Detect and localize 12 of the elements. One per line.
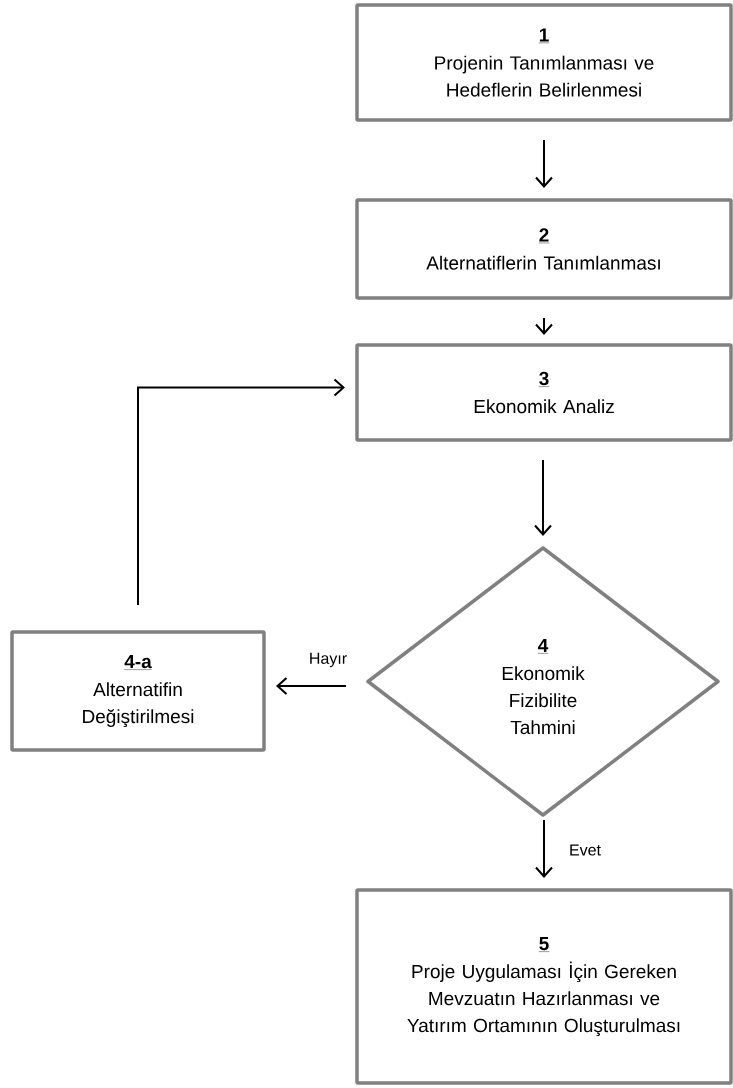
arrow	[535, 139, 553, 188]
edge-label: Hayır	[307, 651, 349, 669]
process-box: 2 Alternatiflerin Tanımlanması	[355, 198, 733, 300]
arrow	[276, 677, 347, 695]
process-box: 5 Proje Uygulaması İçin Gereken Mevzuatın Hazırlanması ve Yatırım Ortamının Oluşturulması	[355, 888, 733, 1085]
process-box: 1 Projenin Tanımlanması ve Hedeflerin Belirlenmesi	[355, 3, 733, 122]
arrow	[534, 459, 552, 536]
arrow	[137, 378, 345, 606]
process-box: 4-a Alternatifin Değiştirilmesi	[10, 630, 266, 752]
edge-label: Evet	[568, 843, 602, 857]
process-box: 3 Ekonomik Analiz	[355, 343, 733, 442]
arrow	[535, 819, 553, 878]
